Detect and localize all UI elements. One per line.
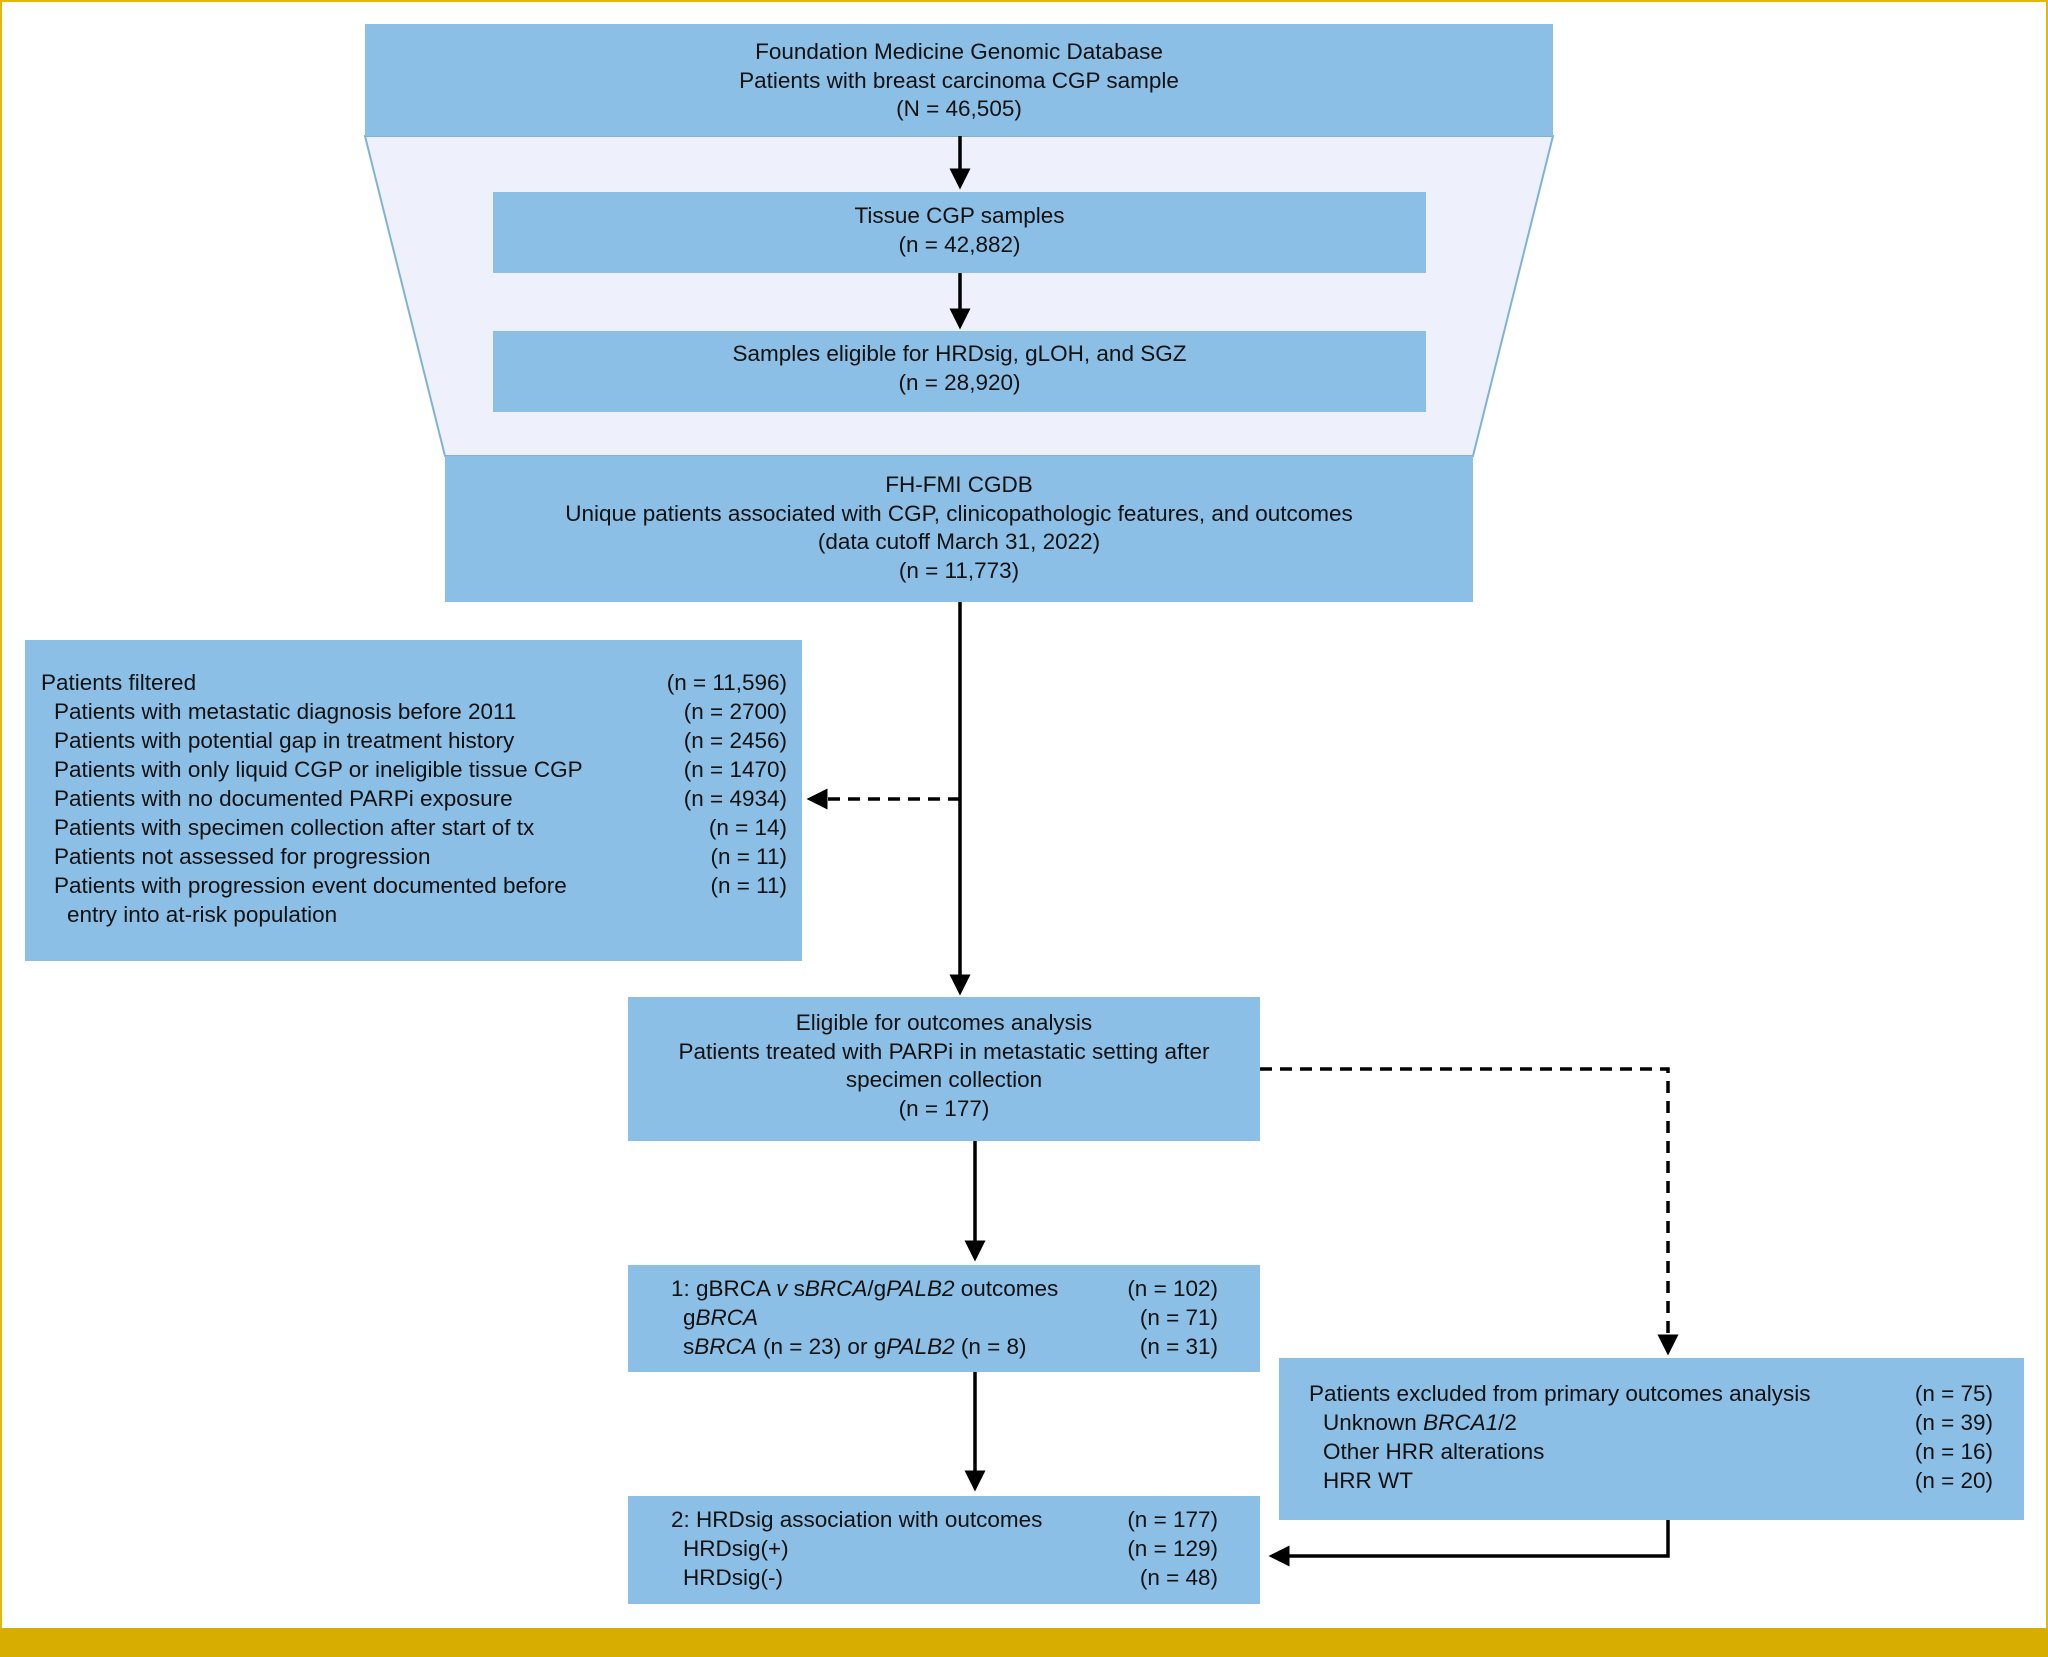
arrow-excluded-to-analysis2 <box>1268 1520 1670 1567</box>
filtered-row-count: (n = 1470) <box>683 757 787 782</box>
outcomes-description-continued: specimen collection <box>845 1067 1043 1092</box>
tissue-title: Tissue CGP samples <box>854 203 1065 228</box>
excluded-row-count: (n = 20) <box>1914 1468 1993 1493</box>
cgdb-cutoff: (data cutoff March 31, 2022) <box>817 529 1101 554</box>
excluded-header-label: Patients excluded from primary outcomes … <box>1309 1381 1811 1406</box>
analysis1-row-label: gBRCA <box>683 1305 759 1330</box>
filtered-row-label: Patients with progression event document… <box>54 873 567 898</box>
filtered-header-count: (n = 11,596) <box>666 670 787 695</box>
analysis1-row-count: (n = 71) <box>1139 1305 1218 1330</box>
analysis1-header-label: 1: gBRCA v sBRCA/gPALB2 outcomes <box>671 1276 1059 1301</box>
eligible-samples-title: Samples eligible for HRDsig, gLOH, and S… <box>732 341 1187 366</box>
analysis2-header-label: 2: HRDsig association with outcomes <box>671 1507 1043 1532</box>
filtered-row-label: Patients with specimen collection after … <box>54 815 535 840</box>
analysis2-row-label: HRDsig(-) <box>683 1565 783 1590</box>
filtered-box: Patients filtered (n = 11,596) Patients … <box>25 640 802 961</box>
analysis2-row-count: (n = 48) <box>1139 1565 1218 1590</box>
database-subtitle: Patients with breast carcinoma CGP sampl… <box>739 67 1179 93</box>
excluded-row-label: HRR WT <box>1323 1468 1413 1493</box>
footer-bar <box>0 1628 2048 1657</box>
filtered-row-label: Patients not assessed for progression <box>54 844 431 869</box>
analysis1-box: 1: gBRCA v sBRCA/gPALB2 outcomes (n = 10… <box>628 1265 1260 1372</box>
filtered-continuation-label: entry into at-risk population <box>67 902 338 927</box>
excluded-box: Patients excluded from primary outcomes … <box>1279 1358 2024 1520</box>
analysis2-header-count: (n = 177) <box>1127 1507 1218 1532</box>
excluded-header-count: (n = 75) <box>1914 1381 1993 1406</box>
excluded-row-count: (n = 16) <box>1914 1439 1993 1464</box>
cgdb-box: FH-FMI CGDB Unique patients associated w… <box>445 456 1473 602</box>
analysis1-header-count: (n = 102) <box>1127 1276 1218 1301</box>
filtered-row-count: (n = 11) <box>710 844 788 869</box>
cgdb-count: (n = 11,773) <box>898 557 1020 583</box>
filtered-row-label: Patients with only liquid CGP or ineligi… <box>54 757 583 782</box>
filtered-row-count: (n = 2700) <box>683 699 787 724</box>
analysis2-row-label: HRDsig(+) <box>683 1536 789 1561</box>
analysis2-row-count: (n = 129) <box>1127 1536 1218 1561</box>
eligible-samples-box: Samples eligible for HRDsig, gLOH, and S… <box>493 331 1426 412</box>
analysis2-box: 2: HRDsig association with outcomes (n =… <box>628 1496 1260 1604</box>
analysis1-row-label: sBRCA (n = 23) or gPALB2 (n = 8) <box>683 1334 1027 1359</box>
excluded-row-count: (n = 39) <box>1914 1410 1993 1435</box>
outcomes-box: Eligible for outcomes analysis Patients … <box>628 997 1260 1141</box>
excluded-row-label: Unknown BRCA1/2 <box>1323 1410 1517 1435</box>
filtered-row-label: Patients with potential gap in treatment… <box>54 728 515 753</box>
eligible-samples-count: (n = 28,920) <box>898 369 1021 395</box>
filtered-row-count: (n = 14) <box>708 815 787 840</box>
excluded-row-label: Other HRR alterations <box>1323 1439 1545 1464</box>
filtered-row-count: (n = 4934) <box>683 786 787 811</box>
cgdb-title: FH-FMI CGDB <box>885 472 1033 497</box>
database-count: (N = 46,505) <box>896 96 1022 121</box>
filtered-row-count: (n = 2456) <box>683 728 787 753</box>
analysis1-row-count: (n = 31) <box>1139 1334 1218 1359</box>
outcomes-description: Patients treated with PARPi in metastati… <box>678 1038 1210 1064</box>
filtered-row-count: (n = 11) <box>710 873 788 898</box>
tissue-box: Tissue CGP samples (n = 42,882) <box>493 192 1426 273</box>
outcomes-count: (n = 177) <box>898 1095 990 1121</box>
database-box: Foundation Medicine Genomic Database Pat… <box>365 24 1553 136</box>
filtered-row-label: Patients with metastatic diagnosis befor… <box>54 699 517 724</box>
filtered-header-label: Patients filtered <box>41 670 197 695</box>
dashed-arrow-to-excluded <box>1260 1067 1679 1356</box>
tissue-count: (n = 42,882) <box>898 231 1021 257</box>
outcomes-title: Eligible for outcomes analysis <box>795 1010 1093 1035</box>
database-title: Foundation Medicine Genomic Database <box>755 39 1163 64</box>
cgdb-description: Unique patients associated with CGP, cli… <box>565 500 1353 526</box>
filtered-row-label: Patients with no documented PARPi exposu… <box>54 786 513 811</box>
